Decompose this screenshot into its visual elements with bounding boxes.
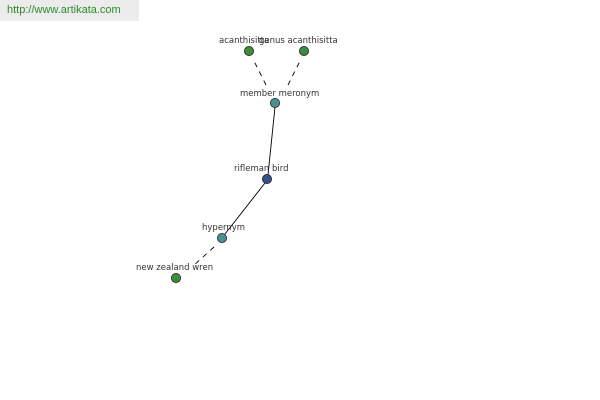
edge-member-meronym-genus-acanthisitta — [287, 58, 302, 86]
site-url-link[interactable]: http://www.artikata.com — [7, 4, 121, 16]
edge-rifleman-bird-hypernym — [224, 182, 266, 235]
node-acanthisitta-dot[interactable] — [243, 46, 254, 57]
node-new-zealand-wren-dot[interactable] — [170, 272, 181, 283]
node-member-meronym-label: member meronym — [240, 89, 319, 99]
node-new-zealand-wren-label: new zealand wren — [136, 263, 213, 273]
edge-rifleman-bird-member-meronym — [267, 106, 276, 176]
node-hypernym-dot[interactable] — [216, 232, 227, 243]
edge-member-meronym-acanthisitta — [252, 58, 267, 86]
node-member-meronym-dot[interactable] — [269, 98, 280, 109]
node-member-meronym[interactable]: member meronym — [240, 89, 319, 109]
url-banner: http://www.artikata.com — [0, 0, 139, 21]
node-acanthisitta-label: acanthisitta — [219, 36, 269, 46]
node-rifleman-bird-dot[interactable] — [261, 173, 272, 184]
node-genus-acanthisitta-label: genus acanthisitta — [259, 36, 338, 46]
node-rifleman-bird-label: rifleman bird — [234, 164, 289, 174]
node-genus-acanthisitta-dot[interactable] — [298, 46, 309, 57]
node-hypernym-label: hypernym — [202, 223, 245, 233]
edge-layer — [192, 58, 302, 267]
edge-hypernym-new-zealand-wren — [192, 246, 215, 267]
node-rifleman-bird[interactable]: rifleman bird — [234, 164, 289, 184]
node-hypernym[interactable]: hypernym — [202, 223, 245, 243]
node-acanthisitta[interactable]: acanthisitta — [219, 36, 269, 57]
node-new-zealand-wren[interactable]: new zealand wren — [136, 263, 213, 283]
node-genus-acanthisitta[interactable]: genus acanthisitta — [259, 36, 338, 57]
